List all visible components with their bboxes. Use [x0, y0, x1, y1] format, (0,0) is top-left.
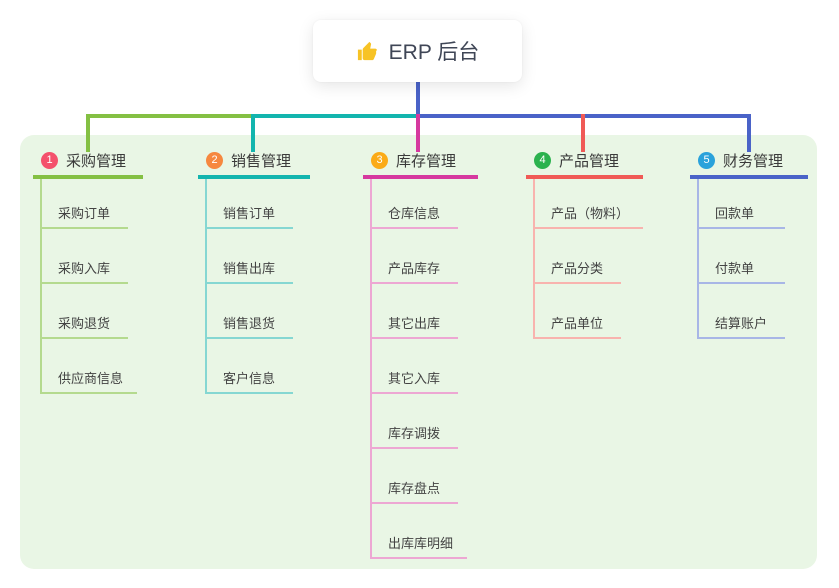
child-node[interactable]: 产品分类: [533, 254, 621, 284]
child-node[interactable]: 库存调拨: [370, 419, 458, 449]
branch-title-inventory[interactable]: 3 库存管理: [363, 147, 478, 179]
root-node[interactable]: ERP 后台: [313, 20, 522, 82]
child-node[interactable]: 产品单位: [533, 309, 621, 339]
connector-drop-purchase: [86, 114, 90, 152]
connector-drop-sales: [251, 114, 255, 152]
connector-drop-finance: [747, 114, 751, 152]
branch-title-product[interactable]: 4 产品管理: [526, 147, 643, 179]
branch-label: 销售管理: [231, 152, 292, 170]
child-node[interactable]: 产品库存: [370, 254, 458, 284]
branch-children-line: [533, 179, 535, 339]
child-node[interactable]: 采购订单: [40, 199, 128, 229]
child-node[interactable]: 采购入库: [40, 254, 128, 284]
branch-label: 产品管理: [559, 152, 620, 170]
connector-drop-product: [581, 114, 585, 152]
child-node[interactable]: 库存盘点: [370, 474, 458, 504]
child-node[interactable]: 回款单: [697, 199, 785, 229]
branch-number-badge: 4: [534, 151, 551, 169]
branch-label: 财务管理: [723, 152, 784, 170]
branch-title-sales[interactable]: 2 销售管理: [198, 147, 310, 179]
connector-horizontal-purchase: [86, 114, 255, 118]
connector-drop-inventory: [416, 114, 420, 152]
branch-number-badge: 3: [371, 151, 388, 169]
connector-horizontal-sales: [253, 114, 419, 118]
branch-label: 库存管理: [396, 152, 457, 170]
child-node[interactable]: 销售订单: [205, 199, 293, 229]
branch-children-line: [205, 179, 207, 394]
branch-title-finance[interactable]: 5 财务管理: [690, 147, 808, 179]
branch-children-line: [370, 179, 372, 559]
child-node[interactable]: 产品（物料）: [533, 199, 644, 229]
root-stem-line: [416, 82, 420, 118]
child-node[interactable]: 销售退货: [205, 309, 293, 339]
child-node[interactable]: 其它出库: [370, 309, 458, 339]
branch-label: 采购管理: [66, 152, 127, 170]
branch-number-badge: 2: [206, 151, 223, 169]
child-node[interactable]: 出库库明细: [370, 529, 468, 559]
branch-children-line: [697, 179, 699, 339]
branches-panel: [20, 135, 817, 569]
child-node[interactable]: 销售出库: [205, 254, 293, 284]
branch-children-line: [40, 179, 42, 394]
branch-number-badge: 1: [41, 151, 58, 169]
branch-title-purchase[interactable]: 1 采购管理: [33, 147, 143, 179]
child-node[interactable]: 客户信息: [205, 364, 293, 394]
child-node[interactable]: 其它入库: [370, 364, 458, 394]
child-node[interactable]: 付款单: [697, 254, 785, 284]
child-node[interactable]: 结算账户: [697, 309, 785, 339]
child-node[interactable]: 采购退货: [40, 309, 128, 339]
branch-number-badge: 5: [698, 151, 715, 169]
child-node[interactable]: 供应商信息: [40, 364, 138, 394]
thumbs-up-icon: [356, 40, 379, 63]
child-node[interactable]: 仓库信息: [370, 199, 458, 229]
root-label: ERP 后台: [388, 41, 480, 64]
